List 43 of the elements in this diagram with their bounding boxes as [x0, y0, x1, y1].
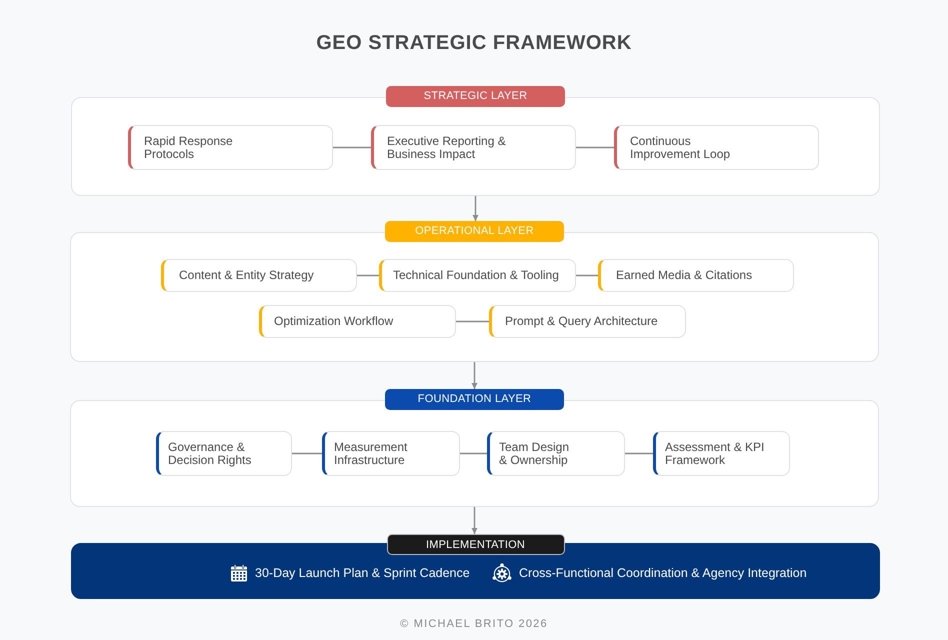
component-card [598, 259, 794, 292]
arrow [472, 507, 478, 534]
component-card [322, 431, 460, 476]
connector-line [576, 274, 598, 276]
component-card [259, 305, 456, 338]
card-label: Measurement Infrastructure [334, 441, 408, 466]
layer-badge: STRATEGIC LAYER [386, 86, 565, 107]
connector-line [625, 452, 653, 454]
card-label: Executive Reporting & Business Impact [387, 135, 507, 160]
layer-badge: FOUNDATION LAYER [385, 389, 564, 410]
component-card [371, 125, 576, 170]
component-card [487, 431, 625, 476]
connector-line [576, 146, 614, 148]
card-label: Team Design & Ownership [499, 441, 570, 466]
component-card [653, 431, 790, 476]
layer-badge: OPERATIONAL LAYER [385, 221, 564, 242]
card-label: Optimization Workflow [274, 315, 394, 328]
connector-line [292, 452, 322, 454]
card-label: Technical Foundation & Tooling [393, 269, 559, 282]
card-label: Prompt & Query Architecture [505, 315, 658, 328]
card-label: Governance & Decision Rights [168, 441, 252, 466]
component-card [161, 259, 357, 292]
component-card [128, 125, 333, 170]
arrow [472, 362, 478, 389]
card-label: Earned Media & Citations [616, 269, 752, 282]
component-card [489, 305, 686, 338]
card-label: Assessment & KPI Framework [665, 441, 766, 466]
item-label: Cross-Functional Coordination & Agency Integration [519, 566, 807, 580]
connector-line [333, 146, 371, 148]
component-card [614, 125, 819, 170]
component-card [156, 431, 292, 476]
connector-line [357, 274, 379, 276]
arrow [472, 196, 478, 221]
component-card [379, 259, 576, 292]
copyright-note: © MICHAEL BRITO 2026 [400, 618, 548, 630]
card-label: Continuous Improvement Loop [630, 135, 732, 160]
card-label: Content & Entity Strategy [179, 269, 314, 282]
connector-line [460, 452, 487, 454]
layer-badge: IMPLEMENTATION [386, 534, 564, 555]
card-label: Rapid Response Protocols [144, 135, 234, 160]
diagram-title: GEO STRATEGIC FRAMEWORK [315, 31, 633, 55]
item-label: 30-Day Launch Plan & Sprint Cadence [255, 566, 470, 580]
connector-line [456, 320, 489, 322]
